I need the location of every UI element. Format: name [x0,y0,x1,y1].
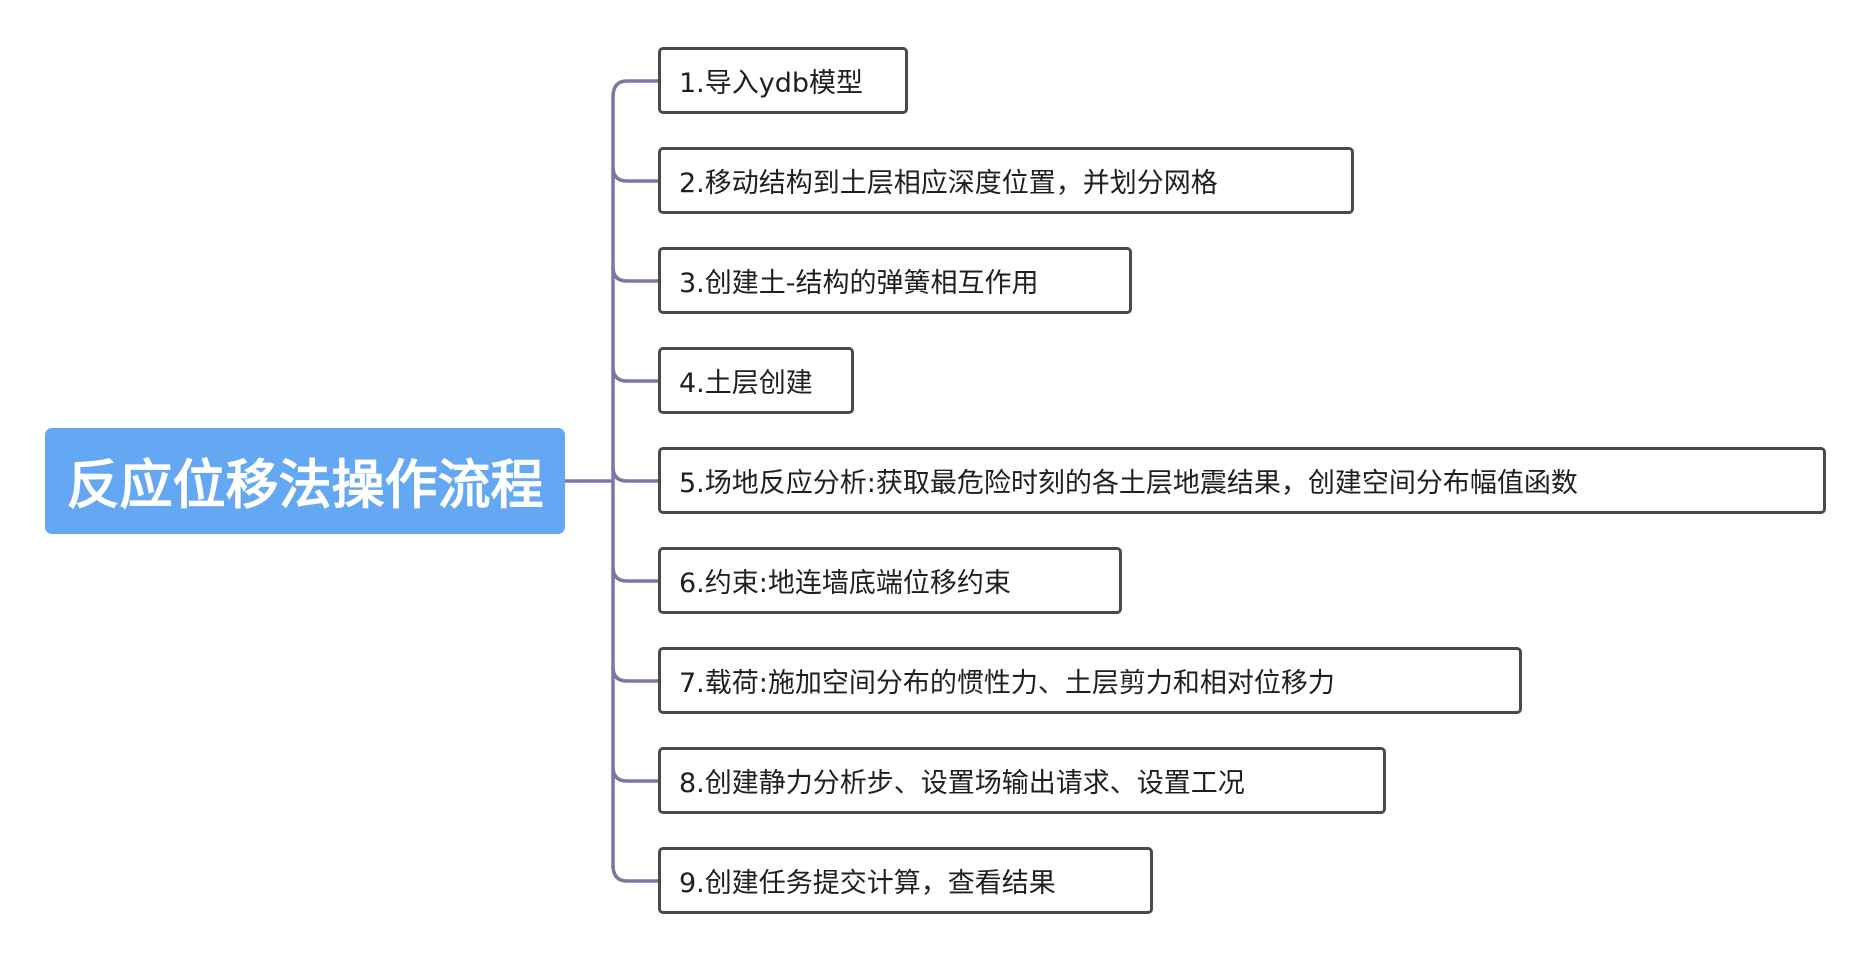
branch-line-3 [611,266,658,283]
step-node-9: 9.创建任务提交计算，查看结果 [658,847,1153,914]
branch-line-7 [611,666,658,683]
branch-line-4 [611,366,658,383]
step-node-7: 7.载荷:施加空间分布的惯性力、土层剪力和相对位移力 [658,647,1522,714]
branch-line-6 [611,566,658,583]
step-node-3: 3.创建土-结构的弹簧相互作用 [658,247,1132,314]
branch-line-9 [611,864,658,883]
root-node-title: 反应位移法操作流程 [45,428,565,534]
step-node-6: 6.约束:地连墙底端位移约束 [658,547,1122,614]
step-node-5: 5.场地反应分析:获取最危险时刻的各土层地震结果，创建空间分布幅值函数 [658,447,1826,514]
branch-line-1 [611,79,658,98]
step-node-2: 2.移动结构到土层相应深度位置，并划分网格 [658,147,1354,214]
branch-line-8 [611,766,658,783]
step-node-1: 1.导入ydb模型 [658,47,908,114]
step-node-4: 4.土层创建 [658,347,854,414]
branch-line-5 [611,466,658,483]
branch-line-2 [611,166,658,183]
step-node-8: 8.创建静力分析步、设置场输出请求、设置工况 [658,747,1386,814]
branch-lines [611,79,658,883]
